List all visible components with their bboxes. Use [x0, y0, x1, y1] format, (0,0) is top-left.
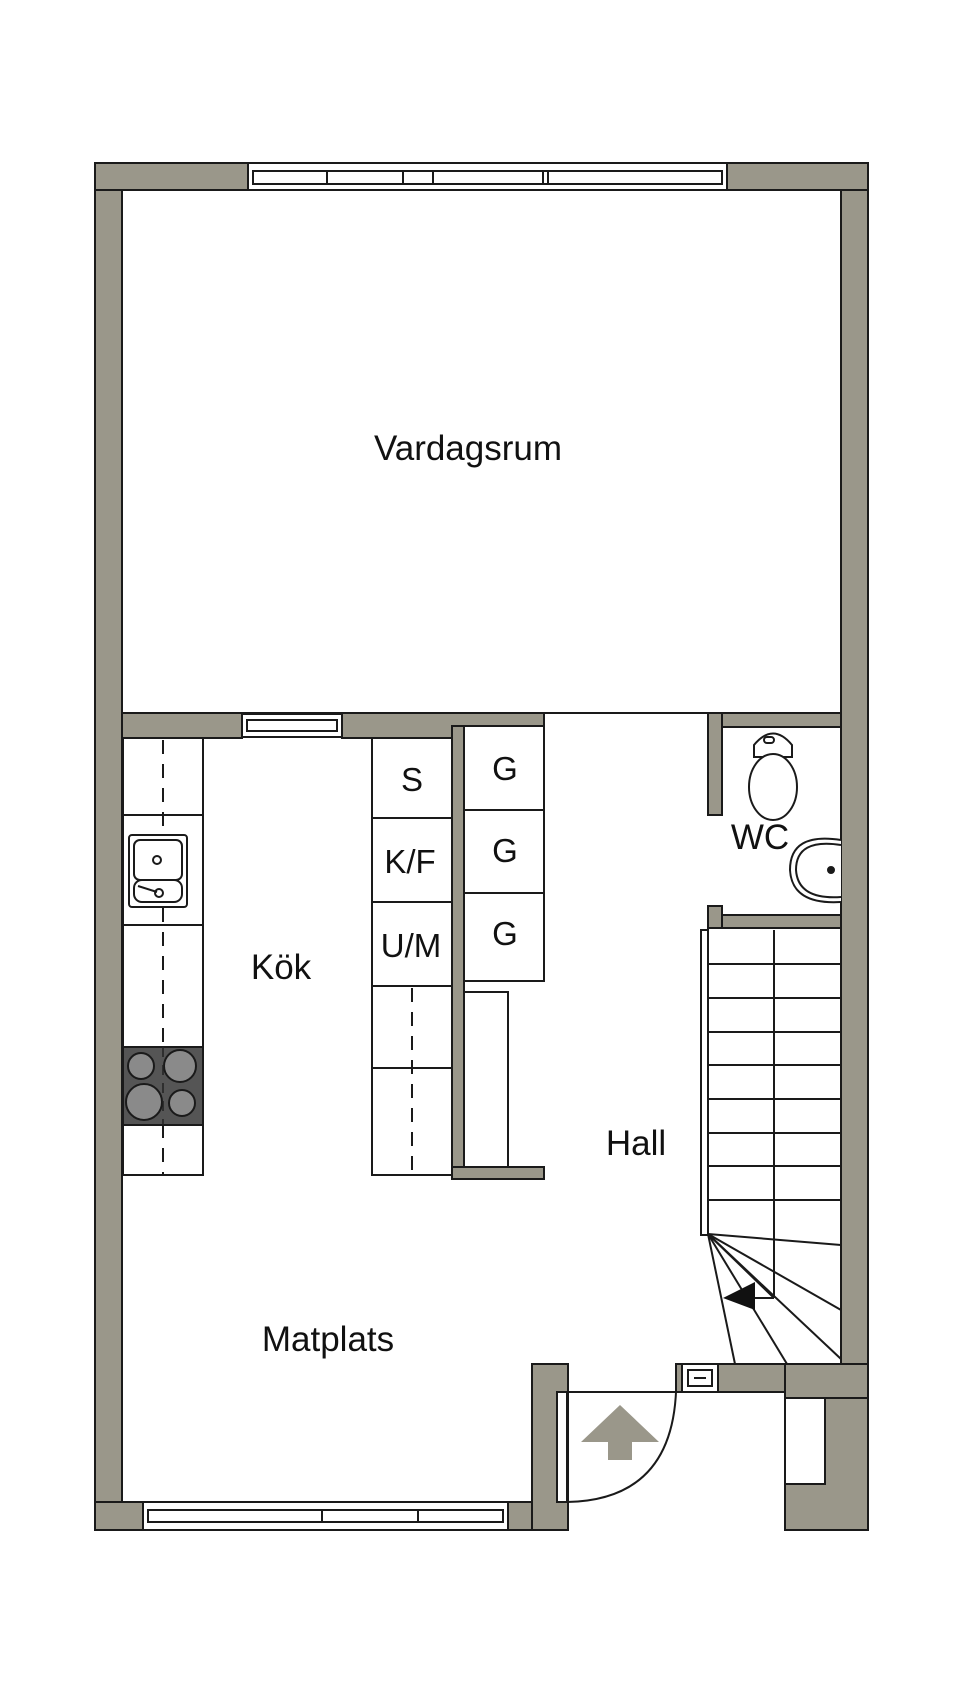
cabinet-label-g3: G	[492, 915, 518, 952]
window-kitchen	[241, 713, 343, 738]
wall-mid-left	[121, 712, 243, 739]
cabinets-middle	[371, 737, 453, 1176]
window-bottom	[142, 1501, 509, 1531]
cooktop-icon	[122, 1046, 204, 1126]
toilet-icon	[748, 732, 798, 821]
wall-top-right	[726, 162, 869, 191]
closet-entry	[784, 1397, 826, 1485]
door-swing-icon	[566, 1391, 677, 1503]
sink-icon	[128, 834, 188, 908]
window-top	[247, 162, 728, 191]
entrance-arrow-icon	[581, 1405, 659, 1460]
entry-door	[556, 1391, 785, 1503]
room-label-wc: WC	[730, 818, 790, 857]
wall-partition-foot	[451, 1166, 545, 1180]
wall-wc-stub	[707, 905, 723, 929]
stairs-icon	[700, 929, 842, 1365]
wall-entry-right-drop	[784, 1363, 869, 1399]
room-label-kitchen: Kök	[250, 948, 312, 987]
wall-right	[840, 162, 869, 1531]
cabinets-g	[463, 725, 545, 1168]
wall-wc-bottom	[721, 914, 842, 929]
cabinet-label-um: U/M	[380, 927, 442, 964]
wall-wc-left	[707, 712, 723, 816]
wall-wc-top	[707, 712, 842, 728]
room-label-dining: Matplats	[261, 1320, 395, 1359]
stairs-direction-arrow-icon	[723, 1282, 755, 1310]
wall-partition	[451, 725, 465, 1180]
wall-top-left	[94, 162, 249, 191]
wall-bottom-left	[94, 1501, 144, 1531]
cabinet-label-g2: G	[492, 832, 518, 869]
window-entry	[681, 1363, 719, 1393]
cabinet-label-s: S	[400, 761, 424, 798]
cabinet-label-g1: G	[492, 750, 518, 787]
washbasin-icon	[788, 837, 842, 904]
room-label-hall: Hall	[605, 1124, 667, 1163]
cabinet-label-kf: K/F	[384, 843, 436, 880]
room-label-living: Vardagsrum	[373, 429, 563, 468]
wall-left	[94, 162, 123, 1531]
